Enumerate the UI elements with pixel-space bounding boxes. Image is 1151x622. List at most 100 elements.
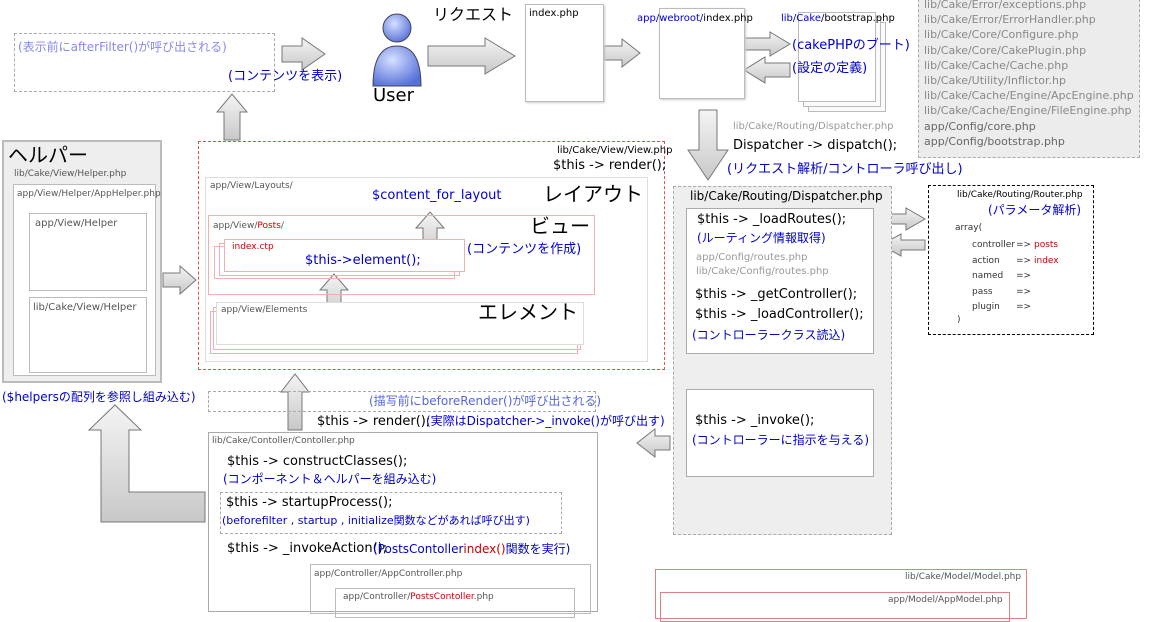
- invoke-action: $this -> _invokeAction();: [227, 541, 388, 556]
- startup-process: $this -> startupProcess();: [226, 495, 393, 510]
- invoke-box: [686, 389, 874, 477]
- index-ctp-page: [224, 239, 465, 272]
- router-array-open: array(: [955, 223, 983, 233]
- helper-title: ヘルパー: [8, 143, 88, 167]
- bootstrap-files-box: [918, 0, 1140, 158]
- router-param-key: pass: [972, 286, 993, 297]
- router-param-value: posts: [1034, 240, 1059, 250]
- request-label: リクエスト: [433, 5, 514, 24]
- bootstrap-file-item: lib/Cake/Cache/Engine/FileEngine.php: [924, 104, 1132, 118]
- dispatcher-inner-box: [686, 208, 874, 354]
- arrow-right-icon: [743, 31, 791, 57]
- before-render-box: [208, 391, 596, 412]
- app-helper-file: app/View/Helper/AppHelper.php: [17, 189, 161, 199]
- user-icon: [372, 13, 422, 87]
- bootstrap-file-item: lib/Cake/Core/CakePlugin.php: [924, 43, 1087, 57]
- lib-view-helper-box: [29, 297, 147, 373]
- arrow-left-icon: [743, 56, 791, 84]
- bootstrap-file-item: lib/Cake/Error/exceptions.php: [924, 0, 1087, 11]
- router-param-key: controller: [972, 240, 1015, 250]
- arrow-up-icon: [279, 373, 311, 431]
- posts-view-box: [208, 215, 595, 295]
- arrow-down-icon: [687, 109, 729, 181]
- load-routes: $this -> _loadRoutes();: [697, 212, 847, 227]
- model-file: lib/Cake/Model/Model.php: [905, 572, 1022, 582]
- app-model-file: app/Model/AppModel.php: [888, 595, 1003, 605]
- router-param-key: plugin: [972, 302, 1000, 312]
- router-param-row: action=>index: [972, 254, 1059, 270]
- arrow-left-icon: [636, 427, 671, 459]
- router-note: (パラメータ解析): [988, 203, 1082, 217]
- layout-label: レイアウト: [543, 182, 643, 206]
- bootstrap-label: lib/Cake/bootstrap.php: [781, 13, 895, 24]
- after-filter-note: (表示前にafterFilter()が呼び出される): [18, 40, 227, 54]
- flow-arrows: [87, 31, 926, 523]
- app-controller-file: app/Controller/AppController.php: [314, 569, 463, 579]
- construct-note: (コンポーネント＆ヘルパーを組み込む): [223, 472, 437, 486]
- view-render: $this -> render();: [553, 158, 667, 173]
- controller-file: lib/Cake/Contoller/Contoller.php: [212, 436, 355, 446]
- bootstrap-file-item: lib/Cake/Cache/Engine/ApcEngine.php: [924, 89, 1134, 103]
- posts-controller-file: app/Controller/PostsContoller.php: [343, 592, 494, 602]
- dispatcher-panel-title: lib/Cake/Routing/Dispatcher.php: [690, 189, 883, 203]
- app-view-helper-label: app/View/Helper: [35, 218, 118, 229]
- view-panel: [198, 141, 665, 370]
- router-param-arrow: =>: [1016, 302, 1032, 312]
- controller-render-note: (実際はDispatcher->_invoke()が呼び出す): [426, 414, 665, 428]
- bootstrap-file-item: lib/Cake/Core/Configure.php: [924, 28, 1079, 42]
- load-controller: $this -> _loadController();: [695, 307, 864, 322]
- arrow-right-icon: [427, 37, 516, 75]
- router-param-arrow: =>: [1016, 255, 1032, 266]
- router-param-arrow: =>: [1016, 286, 1032, 297]
- helper-file: lib/Cake/View/Helper.php: [14, 169, 127, 179]
- bootstrap-file-item: app/Config/core.php: [924, 119, 1036, 133]
- contents-create-note: (コンテンツを作成): [467, 242, 582, 257]
- router-param-row: named =>: [972, 269, 1059, 285]
- element-label: エレメント: [478, 300, 578, 324]
- bootstrap-file-item: lib/Cake/Cache/Cache.php: [924, 58, 1069, 72]
- bootstrap-file-item: app/Config/bootstrap.php: [924, 134, 1065, 148]
- invoke-action-note: (PostsContollerindex()関数を実行): [373, 542, 571, 556]
- router-array-close: ): [957, 315, 961, 325]
- layouts-path: app/View/Layouts/: [210, 181, 293, 191]
- element-call: $this->element();: [305, 253, 421, 268]
- bootstrap-page: [798, 12, 876, 102]
- view-file: lib/Cake/View/View.php: [557, 145, 673, 156]
- lib-view-helper-label: lib/Cake/View/Helper: [33, 302, 137, 313]
- settings-def-note: (設定の定義): [792, 61, 868, 76]
- cakephp-boot-note: (cakePHPのブート): [792, 38, 910, 53]
- dispatch-call: Dispatcher -> dispatch();: [733, 138, 898, 153]
- webroot-label: app/webroot/index.php: [637, 13, 753, 24]
- before-render-note: (描写前にbeforeRender()が呼び出される): [369, 394, 602, 408]
- bootstrap-file-item: lib/Cake/Error/ErrorHandler.php: [924, 13, 1096, 27]
- dispatch-file: lib/Cake/Routing/Dispatcher.php: [733, 121, 894, 132]
- arrow-up-icon: [87, 404, 206, 523]
- invoke-call: $this -> _invoke();: [695, 413, 815, 428]
- router-box: [928, 185, 1094, 335]
- content-for-layout: $content_for_layout: [372, 188, 502, 203]
- elements-path: app/View/Elements: [221, 305, 308, 315]
- router-param-row: pass =>: [972, 285, 1059, 301]
- element-page: [216, 302, 584, 345]
- index-ctp-label: index.ctp: [232, 242, 274, 252]
- user-label: User: [373, 85, 415, 106]
- layouts-box: [205, 177, 648, 362]
- get-controller: $this -> _getController();: [695, 287, 858, 302]
- routes-file-2: lib/Cake/Config/routes.php: [696, 266, 829, 277]
- index-php-label: index.php: [529, 8, 579, 19]
- router-param-key: named: [972, 271, 1004, 281]
- startup-box: [220, 492, 562, 534]
- view-label: ビュー: [530, 214, 590, 238]
- routing-info-note: (ルーティング情報取得): [697, 231, 826, 245]
- invoke-note: (コントローラーに指示を与える): [692, 433, 870, 447]
- webroot-box: [659, 8, 745, 99]
- router-param-arrow: =>: [1016, 271, 1032, 281]
- router-file: lib/Cake/Routing/Router.php: [957, 190, 1083, 200]
- index-php-box: [525, 4, 604, 102]
- arrow-up-icon: [215, 93, 249, 141]
- construct-classes: $this -> constructClasses();: [227, 454, 408, 469]
- router-param-value: index: [1034, 255, 1059, 266]
- after-filter-box: [14, 33, 275, 92]
- router-param-row: controller=>posts: [972, 238, 1059, 254]
